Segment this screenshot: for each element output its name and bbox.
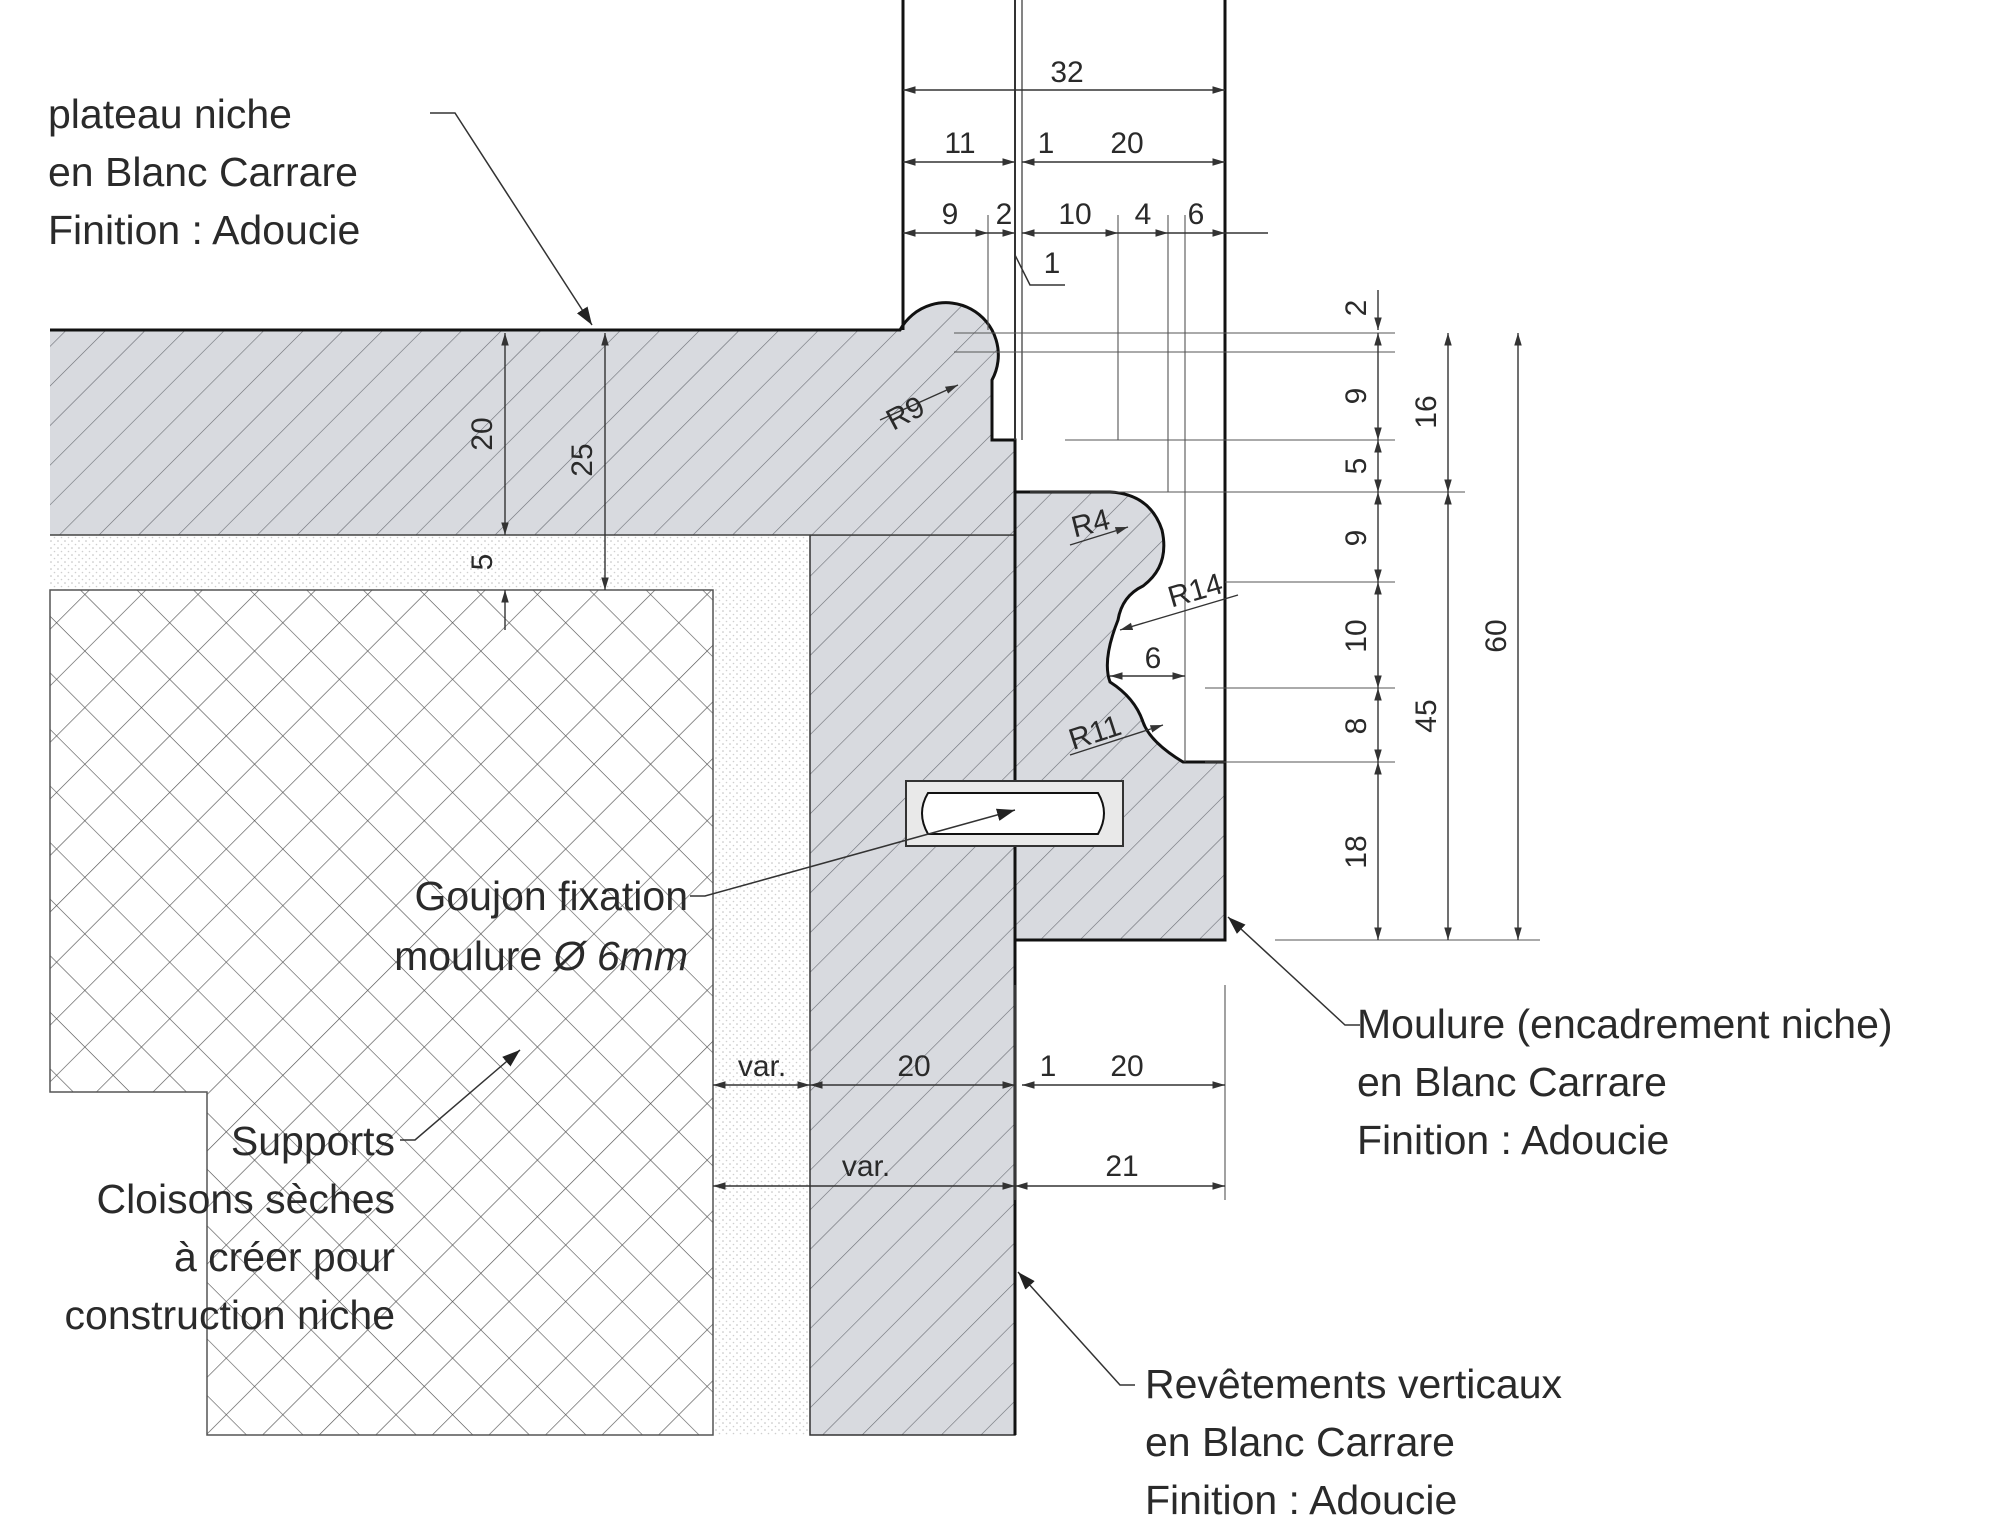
dim-right-18: 18 xyxy=(1340,835,1373,868)
goujon-line-1: Goujon fixation xyxy=(414,873,688,919)
plateau-line-1: plateau niche xyxy=(48,91,292,137)
dim-top-2: 2 xyxy=(996,198,1013,231)
dim-top-9: 9 xyxy=(942,198,959,231)
niche-shelf-outline xyxy=(50,301,1017,535)
annotation-goujon: Goujon fixation moulure Ø 6mm xyxy=(394,873,688,979)
dim-right-60: 60 xyxy=(1480,619,1513,652)
dim-bottom-var-1: var. xyxy=(738,1050,786,1083)
dim-top-32: 32 xyxy=(1050,56,1083,89)
niche-shelf xyxy=(50,302,1015,535)
dim-bottom-20a: 20 xyxy=(897,1050,930,1083)
dowel xyxy=(905,780,1124,847)
dim-right-9a: 9 xyxy=(1340,388,1373,405)
dim-bottom-20b: 20 xyxy=(1110,1050,1143,1083)
supports-line-4: construction niche xyxy=(65,1292,395,1338)
extension-lines xyxy=(712,215,1540,1200)
dim-radius-r14: R14 xyxy=(1164,567,1226,614)
dim-top-6: 6 xyxy=(1188,198,1205,231)
moulure-line-3: Finition : Adoucie xyxy=(1357,1117,1669,1163)
annotation-supports: Supports Cloisons sèches à créer pour co… xyxy=(65,1118,395,1338)
dim-slab-25: 25 xyxy=(566,443,599,476)
plateau-line-2: en Blanc Carrare xyxy=(48,149,358,195)
dim-bottom-21: 21 xyxy=(1105,1150,1138,1183)
dim-bottom-var-2: var. xyxy=(842,1150,890,1183)
supports-line-1: Supports xyxy=(231,1118,395,1164)
goujon-line-2-text: moulure xyxy=(394,933,554,979)
dim-profile-6: 6 xyxy=(1145,642,1162,675)
drywall-supports xyxy=(49,589,714,1436)
dim-top-1-small: 1 xyxy=(1044,247,1061,280)
dim-top-1: 1 xyxy=(1038,127,1055,160)
revetements-line-2: en Blanc Carrare xyxy=(1145,1419,1455,1465)
vertical-cladding xyxy=(809,534,1016,1436)
dimension-labels: 32 11 1 20 9 2 10 4 6 1 2 9 5 9 10 8 18 … xyxy=(466,56,1513,1183)
dim-right-16: 16 xyxy=(1410,395,1443,428)
supports-line-2: Cloisons sèches xyxy=(96,1176,395,1222)
leader-lines xyxy=(400,112,1360,1386)
dim-right-45: 45 xyxy=(1410,699,1443,732)
dim-top-10: 10 xyxy=(1058,198,1091,231)
dim-slab-20: 20 xyxy=(466,417,499,450)
revetements-line-3: Finition : Adoucie xyxy=(1145,1477,1457,1515)
annotation-plateau: plateau niche en Blanc Carrare Finition … xyxy=(48,91,360,253)
mortar-layer xyxy=(50,535,810,1435)
molding xyxy=(1013,490,1227,942)
dim-slab-5: 5 xyxy=(466,554,499,571)
goujon-line-2: moulure Ø 6mm xyxy=(394,933,688,979)
dim-right-9b: 9 xyxy=(1340,530,1373,547)
annotation-revetements: Revêtements verticaux en Blanc Carrare F… xyxy=(1145,1361,1563,1515)
dim-top-4: 4 xyxy=(1135,198,1152,231)
moulure-line-1: Moulure (encadrement niche) xyxy=(1357,1001,1893,1047)
goujon-diameter: Ø 6mm xyxy=(552,933,688,979)
dim-right-2: 2 xyxy=(1340,300,1373,317)
moulure-line-2: en Blanc Carrare xyxy=(1357,1059,1667,1105)
dim-right-8: 8 xyxy=(1340,718,1373,735)
dim-top-11: 11 xyxy=(944,127,975,160)
revetements-line-1: Revêtements verticaux xyxy=(1145,1361,1563,1407)
dimension-lines xyxy=(501,86,1522,1190)
plateau-line-3: Finition : Adoucie xyxy=(48,207,360,253)
dim-bottom-1: 1 xyxy=(1040,1050,1057,1083)
dim-top-20: 20 xyxy=(1110,127,1143,160)
dim-right-10: 10 xyxy=(1340,619,1373,652)
supports-line-3: à créer pour xyxy=(174,1234,395,1280)
annotation-moulure: Moulure (encadrement niche) en Blanc Car… xyxy=(1357,1001,1893,1163)
dim-right-5: 5 xyxy=(1340,458,1373,475)
